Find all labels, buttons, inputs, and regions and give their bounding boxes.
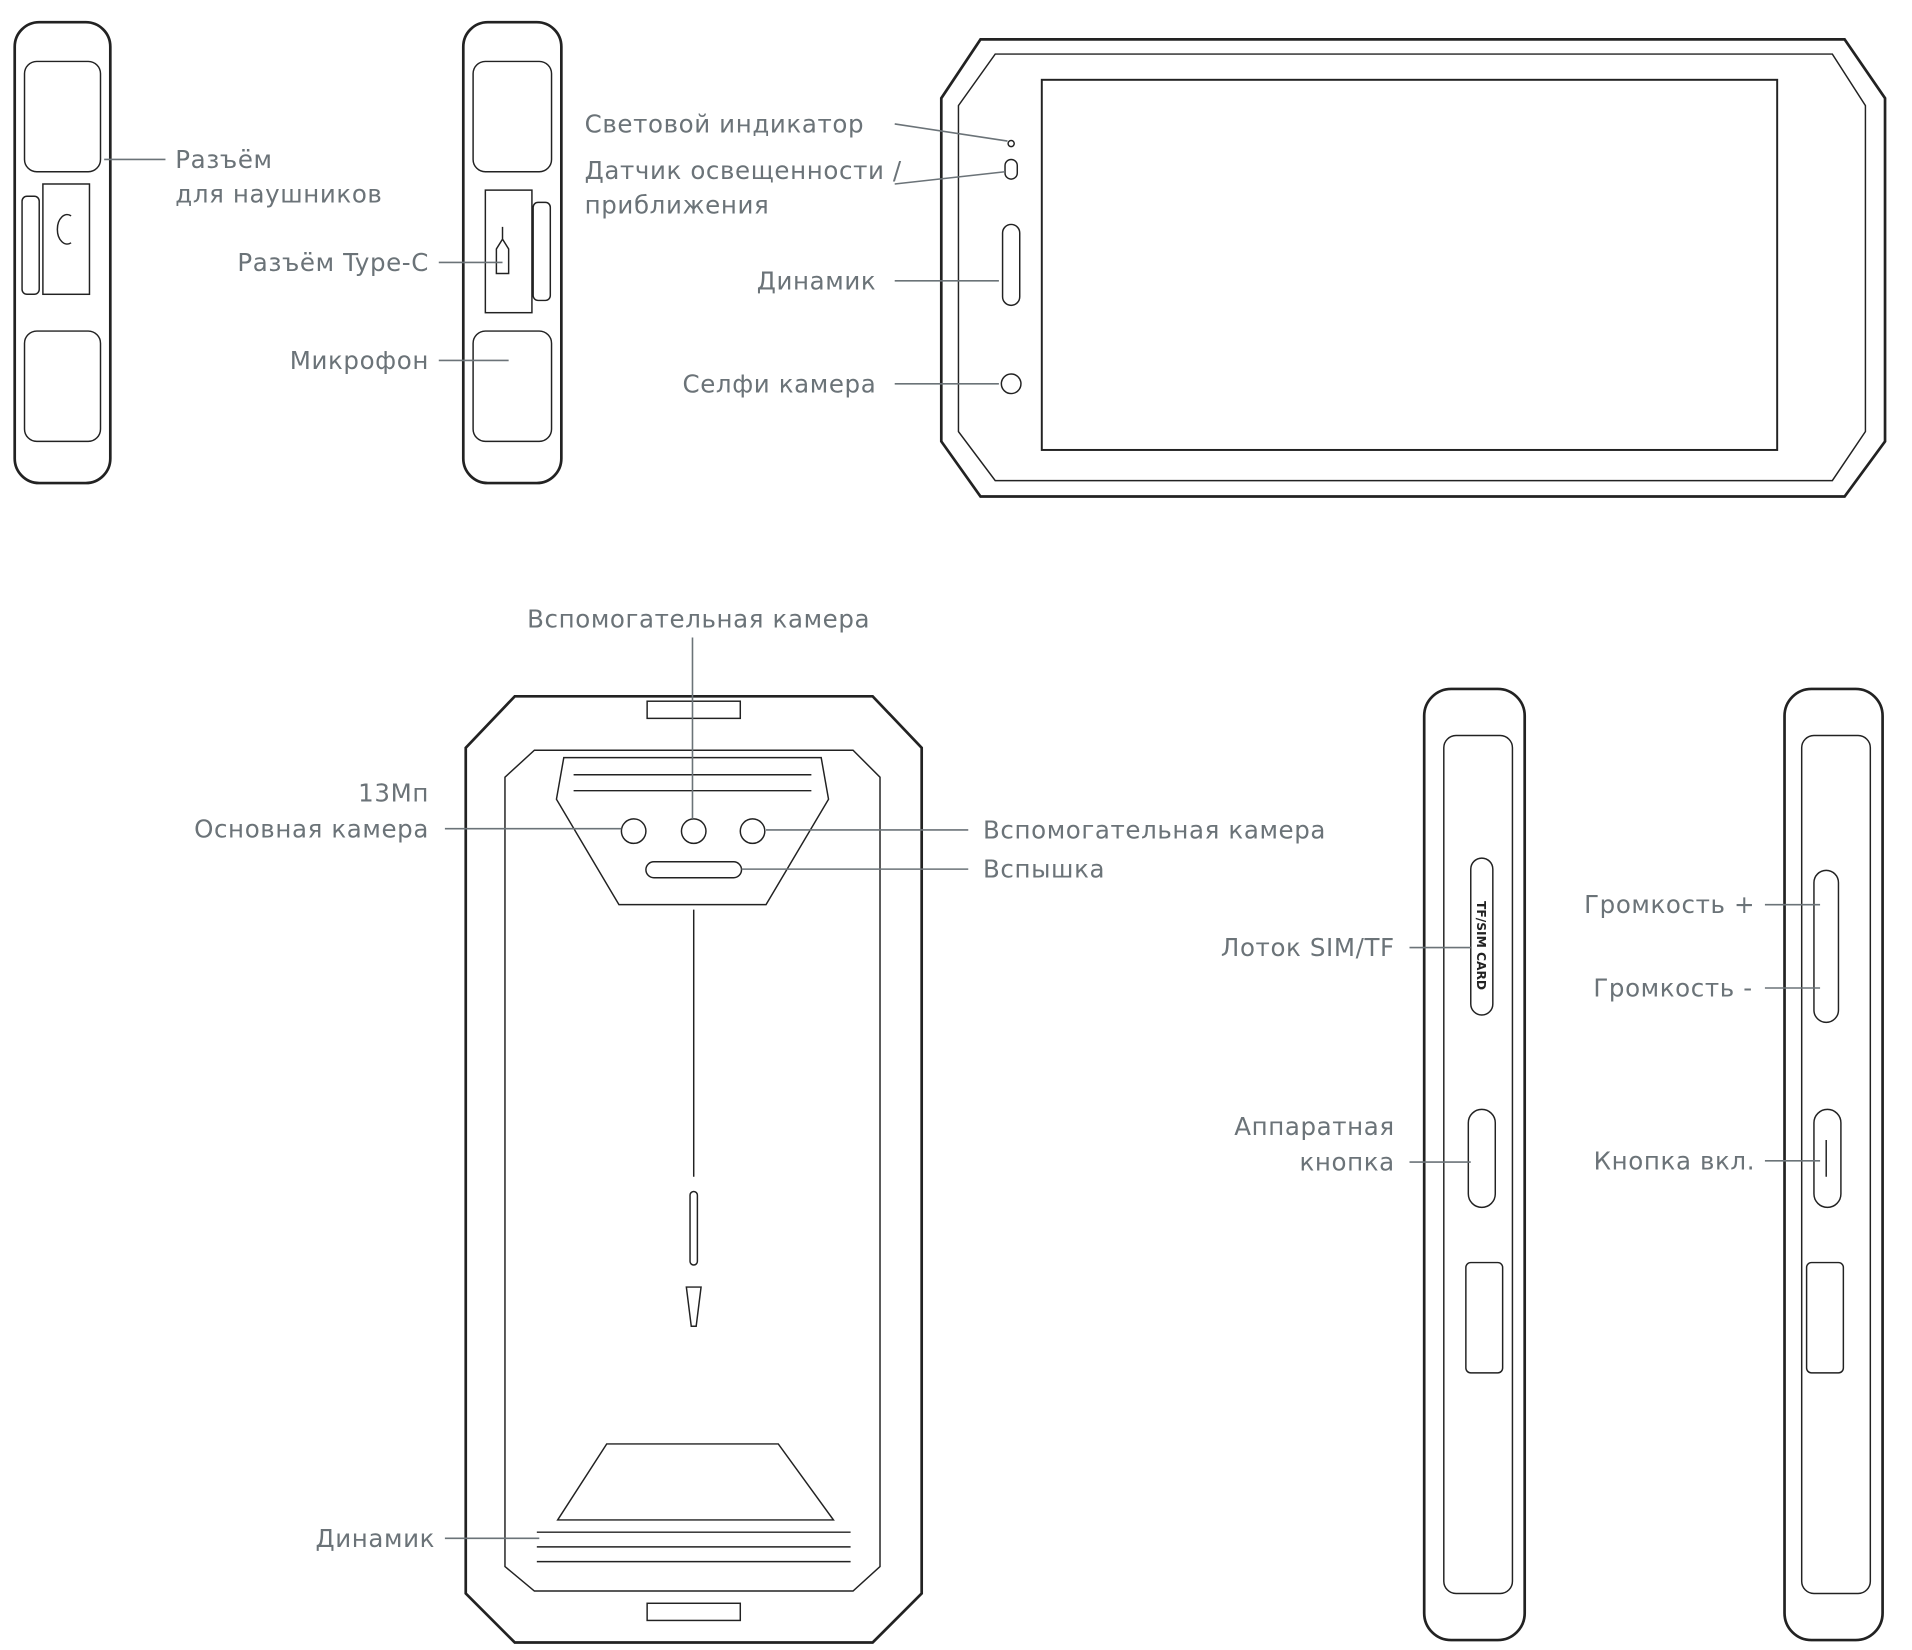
label-type-c: Разъём Type-C: [237, 248, 429, 277]
label-main-camera-mp: 13Мп: [358, 779, 429, 808]
label-back-speaker: Динамик: [316, 1524, 436, 1553]
label-sensor-2: приближения: [585, 190, 770, 219]
label-indicator: Световой индикатор: [585, 110, 864, 139]
label-hw-button-1: Аппаратная: [1234, 1112, 1395, 1141]
aux-camera: [680, 818, 707, 845]
front-view: [939, 38, 1887, 498]
power-button: [1813, 1108, 1842, 1209]
side-view-sim: TF/SIM CARD: [1422, 687, 1527, 1642]
label-aux-camera-top: Вспомогательная камера: [527, 605, 870, 634]
earpiece: [1001, 223, 1021, 307]
indicator-led: [1007, 139, 1015, 148]
label-hw-button-2: кнопка: [1299, 1148, 1394, 1177]
screen: [1040, 78, 1779, 451]
sensor: [1004, 158, 1019, 180]
usb-icon: [495, 226, 510, 275]
hardware-button: [1467, 1108, 1497, 1209]
sim-tray: [1470, 857, 1494, 1016]
selfie-camera: [1000, 373, 1022, 395]
label-headphone-jack-2: для наушников: [175, 179, 382, 208]
label-flash: Вспышка: [983, 855, 1105, 884]
label-headphone-jack-1: Разъём: [175, 145, 272, 174]
label-sensor-1: Датчик освещенности /: [585, 156, 902, 185]
label-volume-up: Громкость +: [1584, 890, 1755, 919]
label-power-button: Кнопка вкл.: [1594, 1146, 1755, 1175]
label-volume-down: Громкость -: [1593, 974, 1752, 1003]
back-view: [464, 694, 924, 1644]
label-microphone: Микрофон: [290, 346, 429, 375]
main-camera: [620, 818, 647, 845]
side-view-type-c: [461, 20, 563, 485]
side-view-volume: [1783, 687, 1884, 1642]
aux-camera: [739, 818, 766, 845]
label-main-camera: Основная камера: [194, 814, 429, 843]
label-selfie-camera: Селфи камера: [683, 369, 877, 398]
label-front-speaker: Динамик: [757, 266, 877, 295]
side-view-headphone: [13, 20, 112, 485]
headphone-icon: [56, 213, 72, 245]
sim-tray-marking: TF/SIM CARD: [1474, 901, 1488, 990]
label-sim-tray: Лоток SIM/TF: [1221, 933, 1395, 962]
volume-rocker: [1813, 869, 1840, 1024]
leader-lines: [104, 123, 1821, 1540]
label-aux-camera-right: Вспомогательная камера: [983, 815, 1326, 844]
flash: [645, 861, 743, 879]
